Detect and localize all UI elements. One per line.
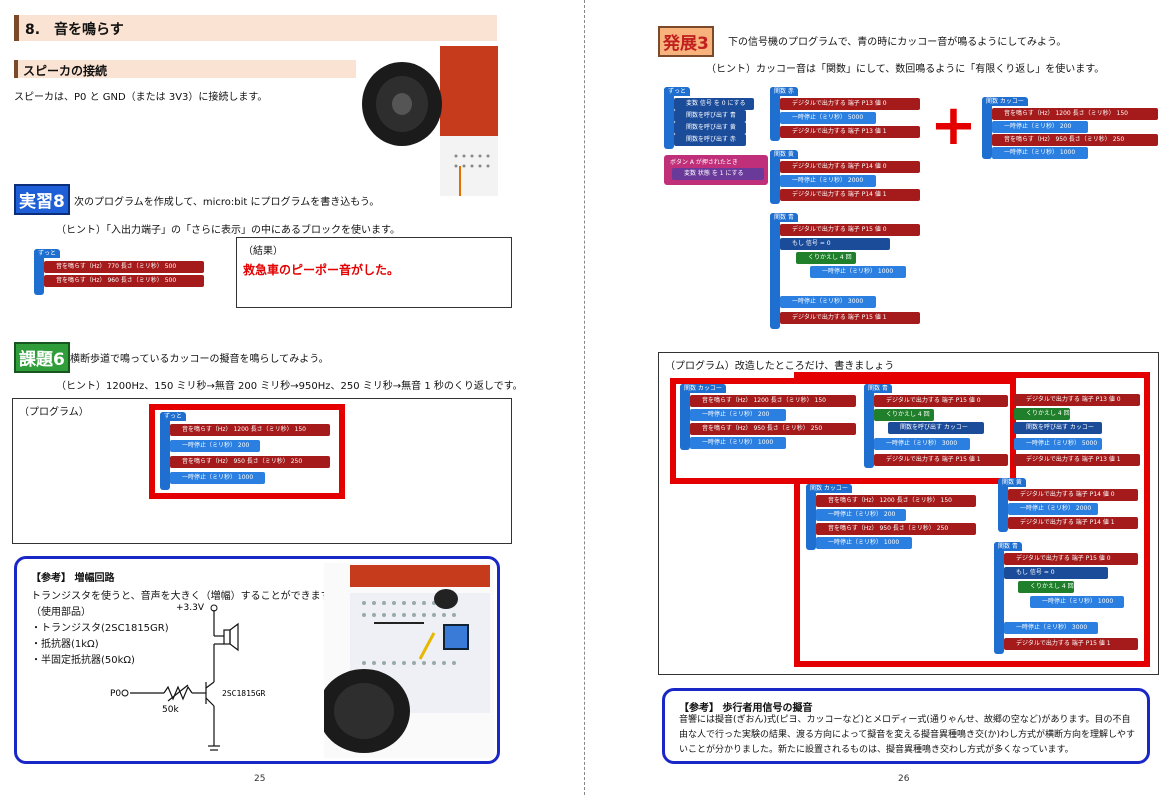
speaker-wiring-photo bbox=[362, 46, 498, 196]
call-function-block[interactable]: 関数を呼び出す 青 bbox=[674, 110, 746, 122]
exercise8-hint: （ヒント）「入出力端子」の「さらに表示」の中にあるブロックを使います。 bbox=[56, 225, 400, 236]
reference-pedestrian-signal: 【参考】 歩行者用信号の擬音 音響には擬音(ぎおん)式(ピヨ、カッコーなど)とメ… bbox=[662, 688, 1150, 764]
improved-program-label: （プログラム）改造したところだけ、書きましょう bbox=[665, 361, 895, 372]
program-label: （プログラム） bbox=[19, 407, 89, 418]
part-item: ・抵抗器(1kΩ) bbox=[31, 639, 99, 650]
play-tone-block[interactable]: 音を鳴らす（Hz） 1200 長さ（ミリ秒） 150 bbox=[170, 424, 330, 436]
function-blue-block: 関数 青 デジタルで出力する 端子 P15 値 0 もし 信号 = 0 くりかえ… bbox=[770, 213, 920, 331]
exercise8-block: ずっと 音を鳴らす（Hz） 770 長さ（ミリ秒） 500 音を鳴らす（Hz） … bbox=[34, 249, 211, 295]
task6-text: 横断歩道で鳴っているカッコーの擬音を鳴らしてみよう。 bbox=[70, 354, 329, 365]
function-cuckoo-block: 関数 カッコー 音を鳴らす（Hz） 1200 長さ（ミリ秒） 150 一時停止（… bbox=[982, 97, 1158, 159]
page-number: 26 bbox=[898, 774, 910, 784]
speaker-text: スピーカは、P0 と GND（または 3V3）に接続します。 bbox=[14, 92, 268, 103]
v33-label: +3.3V bbox=[176, 603, 205, 613]
function-blue-copy: 関数 青 デジタルで出力する 端子 P15 値 0 もし 信号 = 0 くりかえ… bbox=[994, 542, 1140, 656]
button-a-block[interactable]: ボタン A が押されたとき 変数 状態 を 1 にする bbox=[664, 155, 768, 185]
section-header: 8. 音を鳴らす bbox=[14, 15, 497, 41]
development3-badge: 発展3 bbox=[658, 26, 714, 57]
part-item: ・トランジスタ(2SC1815GR) bbox=[31, 623, 169, 634]
play-tone-block[interactable]: 音を鳴らす（Hz） 960 長さ（ミリ秒） 500 bbox=[44, 275, 204, 287]
exercise8-badge: 実習8 bbox=[14, 184, 70, 215]
subsection-header: スピーカの接続 bbox=[14, 60, 356, 78]
forever-block-head: ずっと bbox=[34, 249, 61, 258]
r50k-label: 50k bbox=[162, 705, 179, 715]
function-blue-answer: 関数 青 デジタルで出力する 端子 P15 値 0 くりかえし 4 回 関数を呼… bbox=[864, 384, 1010, 470]
forever-block: ずっと 変数 信号 を 0 にする 関数を呼び出す 青 関数を呼び出す 黄 関数… bbox=[664, 87, 768, 149]
task6-badge: 課題6 bbox=[14, 342, 70, 373]
answer-highlight-large bbox=[794, 372, 1150, 667]
reference-title: 【参考】 歩行者用信号の擬音 bbox=[679, 703, 813, 714]
set-variable-block[interactable]: 変数 信号 を 0 にする bbox=[674, 98, 754, 110]
reference-amplifier: 【参考】 増幅回路 トランジスタを使うと、音声を大きく（増幅）することができます… bbox=[14, 556, 500, 764]
function-yellow-copy: 関数 黄 デジタルで出力する 端子 P14 値 0 一時停止（ミリ秒） 2000… bbox=[998, 478, 1140, 534]
call-function-block[interactable]: 関数を呼び出す 黄 bbox=[674, 122, 746, 134]
transistor-label: 2SC1815GR bbox=[222, 689, 266, 698]
page-divider bbox=[584, 0, 585, 795]
p0-label: P0 bbox=[110, 689, 121, 699]
parts-title: （使用部品） bbox=[31, 607, 91, 618]
development3-hint: （ヒント）カッコー音は「関数」にして、数回鳴るように「有限くり返し」を使います。 bbox=[706, 64, 1105, 75]
answer-highlight bbox=[149, 404, 345, 499]
function-red-partial: デジタルで出力する 端子 P13 値 0 くりかえし 4 回 関数を呼び出す カ… bbox=[1000, 394, 1140, 470]
reference-line: トランジスタを使うと、音声を大きく（増幅）することができます。 bbox=[31, 591, 340, 602]
call-function-block[interactable]: 関数を呼び出す 赤 bbox=[674, 134, 746, 146]
result-box: （結果） 救急車のピーポー音がした。 bbox=[236, 237, 512, 308]
pause-block[interactable]: 一時停止（ミリ秒） 200 bbox=[170, 440, 260, 452]
amplifier-circuit-diagram: +3.3V P0 50k 2SC1815GR bbox=[110, 603, 266, 751]
forever-block-head: ずっと bbox=[160, 412, 187, 421]
plus-icon: + bbox=[930, 93, 977, 158]
play-tone-block[interactable]: 音を鳴らす（Hz） 770 長さ（ミリ秒） 500 bbox=[44, 261, 204, 273]
improved-program-box: （プログラム）改造したところだけ、書きましょう bbox=[658, 352, 1159, 675]
reference-title: 【参考】 増幅回路 bbox=[31, 573, 115, 584]
function-yellow-block: 関数 黄 デジタルで出力する 端子 P14 値 0 一時停止（ミリ秒） 2000… bbox=[770, 150, 920, 206]
task6-hint: （ヒント）1200Hz、150 ミリ秒→無音 200 ミリ秒→950Hz、250… bbox=[56, 381, 523, 392]
part-item: ・半固定抵抗器(50kΩ) bbox=[31, 655, 135, 666]
subsection-title: スピーカの接続 bbox=[23, 64, 108, 78]
section-title: 8. 音を鳴らす bbox=[25, 22, 124, 38]
pause-block[interactable]: 一時停止（ミリ秒） 1000 bbox=[170, 472, 265, 484]
play-tone-block[interactable]: 音を鳴らす（Hz） 950 長さ（ミリ秒） 250 bbox=[170, 456, 330, 468]
reference-body: 音響には擬音(ぎおん)式(ピヨ、カッコーなど)とメロディー式(通りゃんせ、故郷の… bbox=[679, 715, 1135, 755]
function-red-block: 関数 赤 デジタルで出力する 端子 P13 値 0 一時停止（ミリ秒） 5000… bbox=[770, 87, 920, 143]
result-label: （結果） bbox=[243, 246, 283, 257]
result-text: 救急車のピーポー音がした。 bbox=[243, 263, 400, 277]
development3-text: 下の信号機のプログラムで、青の時にカッコー音が鳴るようにしてみよう。 bbox=[728, 37, 1067, 48]
breadboard-photo bbox=[324, 563, 494, 758]
task6-block: ずっと 音を鳴らす（Hz） 1200 長さ（ミリ秒） 150 一時停止（ミリ秒）… bbox=[160, 412, 340, 492]
exercise8-text: 次のプログラムを作成して、micro:bit にプログラムを書き込もう。 bbox=[74, 197, 380, 208]
page-number: 25 bbox=[254, 774, 266, 784]
program-box: （プログラム） bbox=[12, 398, 512, 544]
function-cuckoo-copy: 関数 カッコー 音を鳴らす（Hz） 1200 長さ（ミリ秒） 150 一時停止（… bbox=[806, 484, 976, 554]
function-cuckoo-answer: 関数 カッコー 音を鳴らす（Hz） 1200 長さ（ミリ秒） 150 一時停止（… bbox=[680, 384, 860, 450]
